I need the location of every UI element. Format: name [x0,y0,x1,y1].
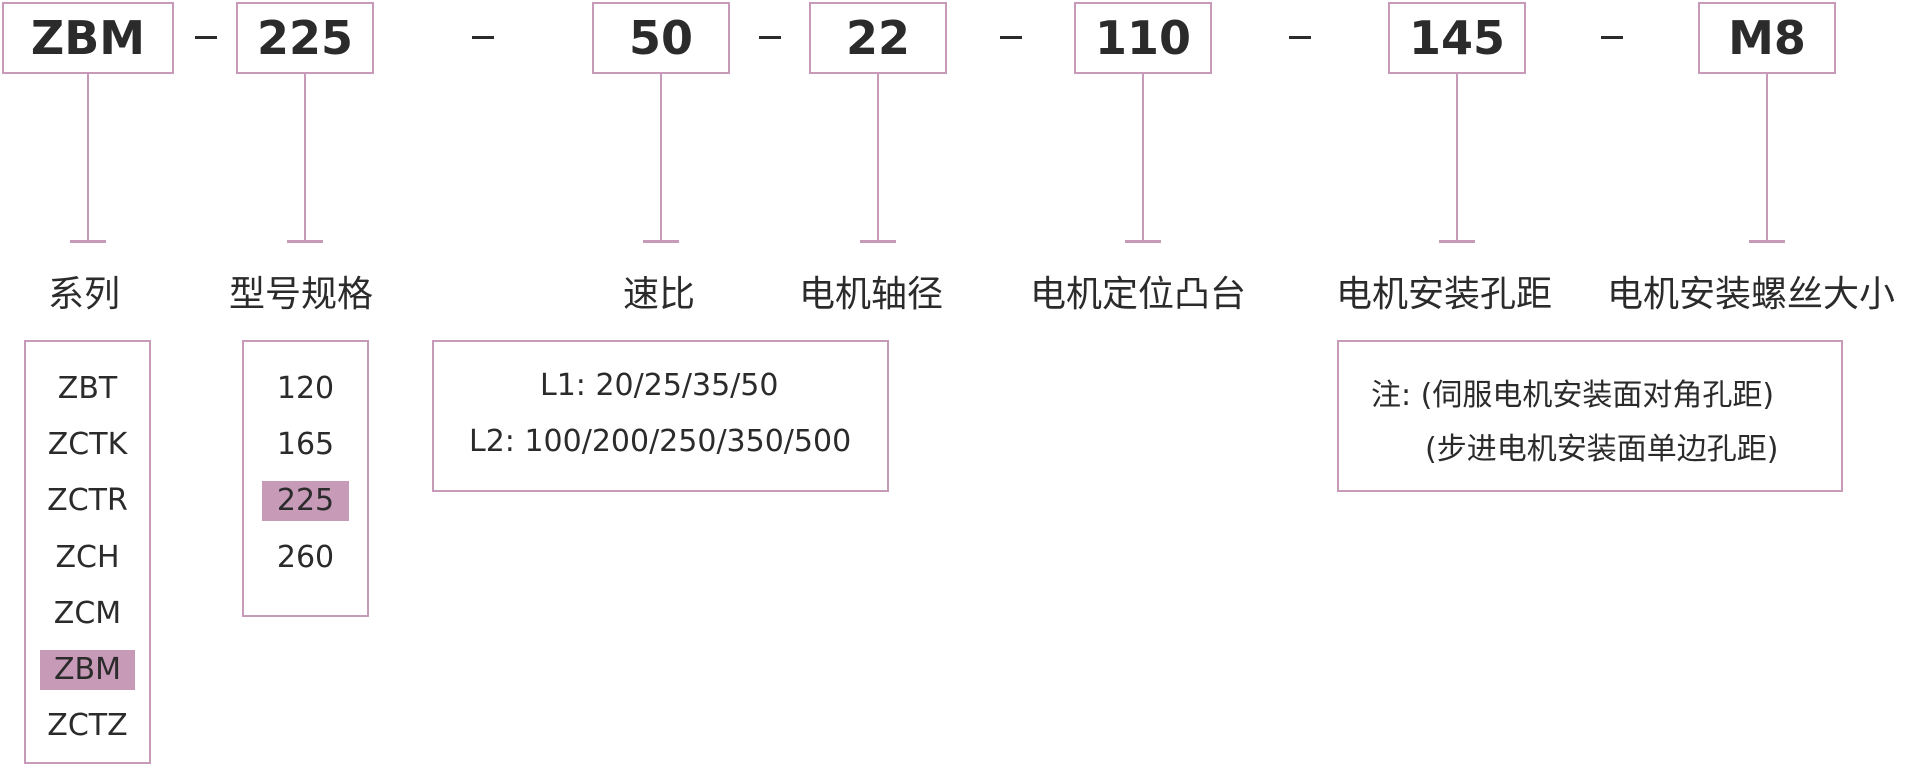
code-boss-value: 110 [1094,11,1192,65]
hole-note-box: 注: (伺服电机安装面对角孔距) (步进电机安装面单边孔距) [1337,340,1843,492]
separator-dash [1601,36,1623,39]
series-option-selected: ZBM [40,650,135,690]
code-size-value: 225 [256,11,354,65]
connector-cap-boss [1125,240,1161,243]
label-screw: 电机安装螺丝大小 [1607,274,1896,315]
separator-dash [195,36,217,39]
series-option: ZCM [53,596,122,631]
label-size: 型号规格 [229,274,374,315]
size-option: 165 [276,427,335,462]
separator-dash [1289,36,1311,39]
size-option-list: 120 165 225 260 [242,340,369,617]
code-screw-value: M8 [1728,11,1806,65]
connector-line-series [87,74,89,242]
ratio-note-box: L1: 20/25/35/50 L2: 100/200/250/350/500 [432,340,889,492]
label-shaft: 电机轴径 [799,274,944,315]
hole-note-line1: 注: (伺服电机安装面对角孔距) [1371,378,1775,413]
size-option: 260 [276,540,335,575]
code-box-size: 225 [236,2,374,74]
hole-note-line2: (步进电机安装面单边孔距) [1425,432,1779,467]
connector-line-hole [1456,74,1458,242]
connector-cap-shaft [860,240,896,243]
separator-dash [472,36,494,39]
label-boss: 电机定位凸台 [1030,274,1247,315]
connector-line-size [304,74,306,242]
connector-line-ratio [660,74,662,242]
code-box-shaft: 22 [809,2,947,74]
code-box-screw: M8 [1698,2,1836,74]
series-option: ZCTZ [47,708,128,743]
connector-cap-size [287,240,323,243]
connector-cap-ratio [643,240,679,243]
connector-line-screw [1766,74,1768,242]
code-box-ratio: 50 [592,2,730,74]
code-ratio-value: 50 [628,11,693,65]
code-box-series: ZBM [2,2,174,74]
series-option: ZBT [57,371,118,406]
series-option: ZCH [55,540,120,575]
code-box-boss: 110 [1074,2,1212,74]
connector-cap-screw [1749,240,1785,243]
separator-glyph: – [196,4,197,5]
code-shaft-value: 22 [845,11,910,65]
label-hole: 电机安装孔距 [1336,274,1553,315]
ratio-note-line2: L2: 100/200/250/350/500 [469,424,852,459]
series-option-list: ZBT ZCTK ZCTR ZCH ZCM ZBM ZCTZ [24,340,151,764]
size-option: 120 [276,371,335,406]
ratio-note-line1: L1: 20/25/35/50 [540,368,779,403]
code-hole-value: 145 [1408,11,1506,65]
label-ratio: 速比 [623,274,696,315]
connector-line-boss [1142,74,1144,242]
label-series: 系列 [48,274,121,315]
code-series-value: ZBM [30,11,146,65]
series-option: ZCTR [47,483,128,518]
series-option: ZCTK [47,427,128,462]
connector-line-shaft [877,74,879,242]
connector-cap-hole [1439,240,1475,243]
separator-dash [1000,36,1022,39]
size-option-selected: 225 [262,481,349,521]
code-box-hole: 145 [1388,2,1526,74]
separator-dash [759,36,781,39]
connector-cap-series [70,240,106,243]
